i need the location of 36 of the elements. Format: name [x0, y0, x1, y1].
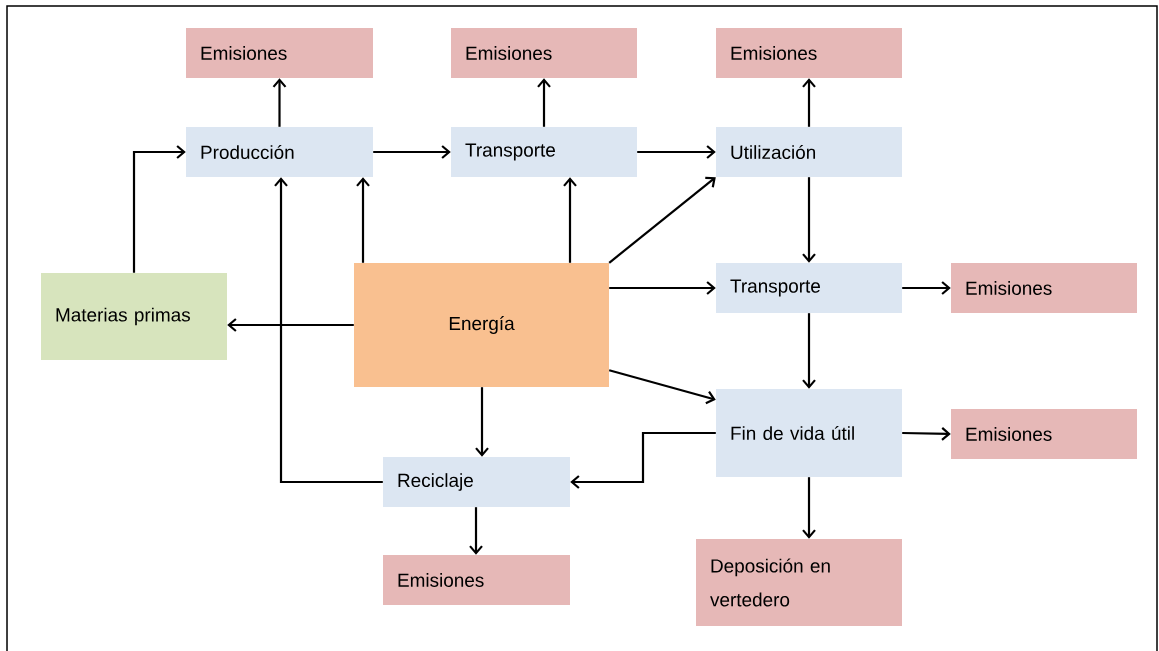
arrow	[563, 177, 577, 263]
arrow	[227, 318, 354, 332]
process-box: Transporte	[716, 263, 902, 313]
emissions-box: Emisiones	[716, 28, 902, 78]
arrow	[637, 145, 716, 159]
emissions-box: Emisiones	[383, 555, 570, 605]
emissions-box: Emisiones	[451, 28, 637, 78]
arrow	[132, 145, 186, 273]
arrow	[373, 145, 451, 159]
emissions-box: Emisiones	[951, 263, 1137, 313]
arrow	[469, 507, 483, 555]
process-box: Reciclaje	[383, 457, 570, 507]
arrow	[570, 431, 716, 489]
emissions-box: Emisiones	[951, 409, 1137, 459]
input-box: Materias primas	[41, 273, 227, 360]
arrow	[608, 369, 716, 405]
arrow	[802, 477, 816, 539]
arrow	[272, 78, 287, 127]
emissions-box: Deposición en vertedero	[696, 539, 902, 626]
arrow	[802, 78, 816, 127]
arrow	[902, 281, 951, 295]
arrow	[356, 177, 370, 263]
arrow	[537, 78, 551, 127]
arrow	[902, 427, 951, 441]
process-box: Utilización	[716, 127, 902, 177]
arrow	[802, 313, 816, 389]
process-box: Producción	[186, 127, 373, 177]
process-box: Fin de vida útil	[716, 389, 902, 477]
arrow	[274, 177, 383, 484]
arrow	[475, 387, 489, 457]
arrow	[609, 281, 716, 295]
emissions-box: Emisiones	[186, 28, 373, 78]
process-box: Transporte	[451, 127, 637, 177]
arrow	[608, 176, 716, 264]
source-box: Energía	[354, 263, 609, 387]
arrow	[802, 177, 816, 263]
